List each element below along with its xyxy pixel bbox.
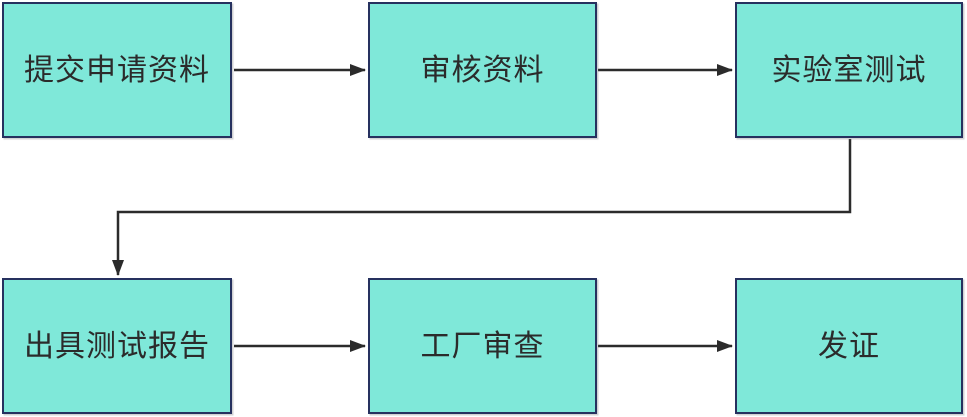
flow-node-factory-audit: 工厂审查 [368, 278, 597, 414]
flow-node-review-materials: 审核资料 [368, 2, 597, 138]
flow-node-issue-certificate: 发证 [735, 278, 963, 414]
flow-node-label: 工厂审查 [420, 329, 545, 363]
flow-node-laboratory-test: 实验室测试 [735, 2, 963, 138]
flow-node-submit-application: 提交申请资料 [2, 2, 232, 138]
flow-node-label: 出具测试报告 [24, 329, 210, 363]
flow-node-label: 发证 [818, 329, 880, 363]
flow-node-label: 提交申请资料 [24, 53, 210, 87]
flow-node-label: 审核资料 [420, 53, 545, 87]
flow-node-issue-test-report: 出具测试报告 [2, 278, 232, 414]
arrow-labtest-to-report [112, 139, 852, 276]
flow-node-label: 实验室测试 [771, 53, 927, 87]
